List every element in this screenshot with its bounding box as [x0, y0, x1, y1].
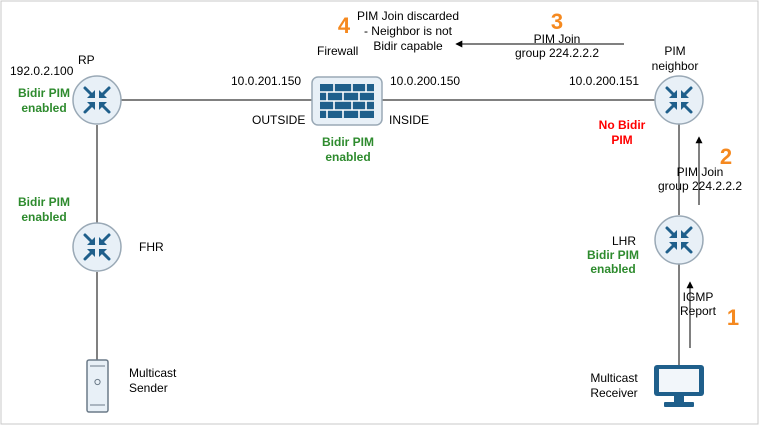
- fhr-router-icon: [72, 222, 122, 272]
- lhr-name-label: LHR: [612, 234, 636, 248]
- step-1-label-line2: Report: [680, 304, 717, 318]
- lhr-status-line1: Bidir PIM: [587, 248, 639, 262]
- rp-status-line1: Bidir PIM: [18, 86, 70, 100]
- step-3-number: 3: [551, 9, 563, 34]
- rp-router-icon: [72, 75, 122, 125]
- step-2-number: 2: [720, 144, 732, 169]
- rp-name-label: RP: [78, 53, 95, 67]
- firewall-outside-label: OUTSIDE: [252, 113, 305, 127]
- fhr-status-line1: Bidir PIM: [18, 195, 70, 209]
- step-3-label-line1: PIM Join: [534, 32, 581, 46]
- neighbor-ip-label: 10.0.200.151: [569, 74, 639, 88]
- neighbor-name-line1: PIM: [664, 44, 685, 58]
- firewall-outside-ip: 10.0.201.150: [231, 74, 301, 88]
- step-1-number: 1: [727, 305, 739, 330]
- lhr-status-line2: enabled: [590, 262, 635, 276]
- sender-name-line2: Sender: [129, 381, 168, 395]
- step-2-label-line1: PIM Join: [677, 165, 724, 179]
- step-4-number: 4: [338, 13, 351, 38]
- monitor-icon: [654, 365, 704, 407]
- server-icon: [86, 359, 109, 413]
- firewall-name-label: Firewall: [317, 44, 358, 58]
- firewall-status-line1: Bidir PIM: [322, 135, 374, 149]
- lhr-router-icon: [654, 215, 704, 265]
- step-4-label-line2: - Neighbor is not: [364, 24, 453, 38]
- fhr-status-line2: enabled: [21, 210, 66, 224]
- neighbor-status-line1: No Bidir: [599, 118, 646, 132]
- rp-ip-label: 192.0.2.100: [10, 64, 74, 78]
- receiver-name-line2: Receiver: [590, 386, 637, 400]
- fhr-name-label: FHR: [139, 240, 164, 254]
- sender-name-line1: Multicast: [129, 366, 177, 380]
- firewall-status-line2: enabled: [325, 150, 370, 164]
- firewall-icon: [311, 76, 383, 126]
- pim-neighbor-router-icon: [654, 75, 704, 125]
- neighbor-status-line2: PIM: [611, 133, 632, 147]
- step-1-label-line1: IGMP: [683, 290, 714, 304]
- step-2-label-line2: group 224.2.2.2: [658, 179, 742, 193]
- step-3-label-line2: group 224.2.2.2: [515, 46, 599, 60]
- receiver-name-line1: Multicast: [590, 371, 638, 385]
- step-4-label-line3: Bidir capable: [373, 39, 443, 53]
- step-4-label-line1: PIM Join discarded: [357, 9, 459, 23]
- firewall-inside-ip: 10.0.200.150: [390, 74, 460, 88]
- rp-status-line2: enabled: [21, 101, 66, 115]
- neighbor-name-line2: neighbor: [652, 59, 699, 73]
- firewall-inside-label: INSIDE: [389, 113, 429, 127]
